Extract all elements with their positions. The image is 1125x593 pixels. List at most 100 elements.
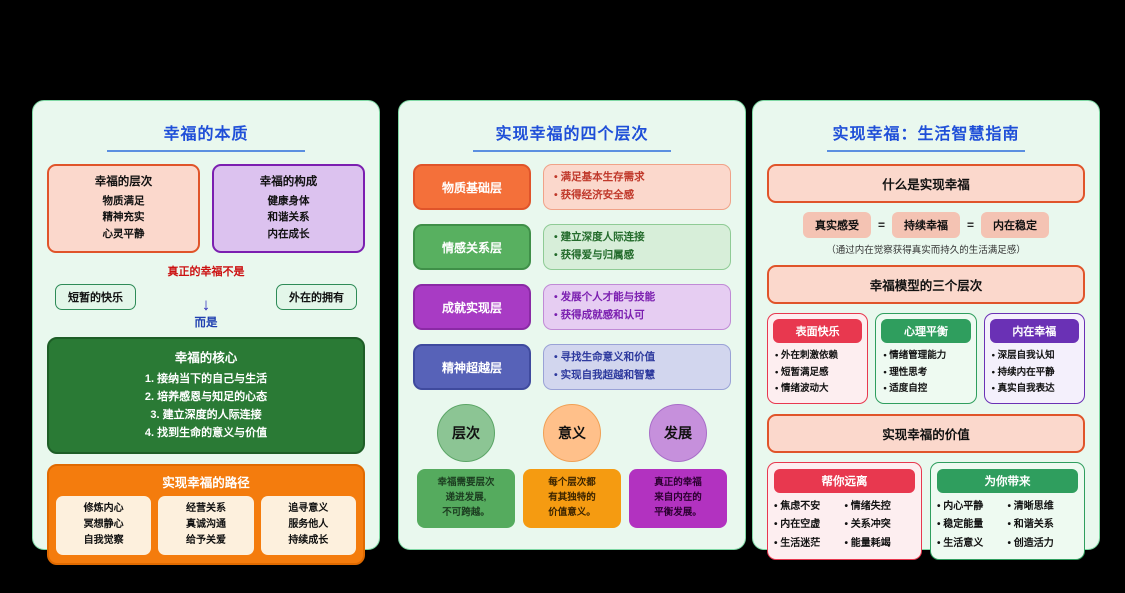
path-box-meaning: 追寻意义 服务他人 持续成长	[260, 496, 356, 556]
card-item: • 理性思考	[883, 366, 928, 378]
card-item: 精神充实	[102, 211, 145, 224]
path-item: 给予关爱	[185, 535, 226, 547]
equation-note: （通过内在觉察获得真实而持久的生活满足感）	[826, 245, 1026, 256]
panel-happiness-essence: 幸福的本质 幸福的层次 物质满足 精神充实 心灵平静 幸福的构成 健康身体 和谐…	[32, 100, 380, 566]
path-item: 经营关系	[185, 503, 226, 515]
pill-fleeting-pleasure: 短暂的快乐	[55, 283, 136, 310]
layer-desc-achievement: • 发展个人才能与技能 • 获得成就感和认可	[543, 284, 731, 330]
note-line: 有其独特的	[548, 492, 596, 504]
card-heading: 帮你远离	[774, 468, 915, 493]
layer-desc-spiritual: • 寻找生命意义和价值 • 实现自我超越和智慧	[543, 344, 731, 390]
card-item: • 内心平静	[937, 500, 984, 512]
note-line: 每个层次都	[548, 477, 596, 488]
card-heading: 表面快乐	[773, 319, 863, 343]
path-box-relationships: 经营关系 真诚沟通 给予关爱	[158, 496, 254, 556]
card-item: • 情绪波动大	[775, 383, 829, 395]
layer-desc-item: • 获得爱与归属感	[554, 249, 635, 261]
equals-sign: =	[967, 218, 975, 232]
card-psychological-balance: 心理平衡 • 情绪管理能力 • 理性思考 • 适度自控	[875, 313, 977, 404]
eq-term-authentic-feeling: 真实感受	[802, 212, 871, 238]
path-item: 修炼内心	[83, 503, 124, 515]
banner-what-is-happiness: 什么是实现幸福	[767, 164, 1085, 203]
card-grid: • 内心平静 • 稳定能量 • 生活意义 • 清晰思维 • 和谐关系 • 创造活…	[937, 498, 1078, 554]
note-line: 不可跨越。	[442, 507, 490, 519]
layer-tag-achievement: 成就实现层	[413, 284, 531, 330]
card-item: • 情绪失控	[844, 500, 891, 512]
down-arrow-block: ↓ 而是	[47, 296, 365, 330]
but-rather-label: 而是	[194, 316, 218, 329]
core-of-happiness-box: 幸福的核心 1. 接纳当下的自己与生活 2. 培养感恩与知足的心态 3. 建立深…	[47, 336, 365, 455]
card-happiness-levels: 幸福的层次 物质满足 精神充实 心灵平静	[47, 164, 200, 253]
not-true-happiness-label: 真正的幸福不是	[167, 265, 245, 278]
path-item: 真诚沟通	[185, 519, 226, 531]
layer-row-spiritual: 精神超越层 • 寻找生命意义和价值 • 实现自我超越和智慧	[413, 344, 731, 390]
card-column-left: • 内心平静 • 稳定能量 • 生活意义	[937, 498, 1008, 554]
card-inner-happiness: 内在幸福 • 深层自我认知 • 持续内在平静 • 真实自我表达	[983, 313, 1085, 404]
card-heading: 幸福的层次	[94, 176, 153, 188]
layer-desc-material: • 满足基本生存需求 • 获得经济安全感	[543, 164, 731, 210]
card-item: • 持续内在平静	[991, 366, 1055, 378]
layer-tag-spiritual: 精神超越层	[413, 344, 531, 390]
three-level-card-row: 表面快乐 • 外在刺激依赖 • 短暂满足感 • 情绪波动大 心理平衡 • 情绪管…	[767, 313, 1085, 404]
eq-term-inner-stability: 内在稳定	[981, 212, 1050, 238]
layer-desc-item: • 获得成就感和认可	[554, 309, 645, 321]
circle-meaning: 意义	[543, 404, 601, 462]
path-item: 自我觉察	[83, 535, 124, 547]
card-column-right: • 情绪失控 • 关系冲突 • 能量耗竭	[845, 498, 916, 554]
card-item: • 外在刺激依赖	[775, 350, 838, 361]
layer-desc-item: • 建立深度人际连接	[554, 231, 645, 244]
card-grid: • 焦虑不安 • 内在空虚 • 生活迷茫 • 情绪失控 • 关系冲突 • 能量耗…	[774, 498, 915, 554]
value-card-row: 帮你远离 • 焦虑不安 • 内在空虚 • 生活迷茫 • 情绪失控 • 关系冲突 …	[767, 461, 1085, 561]
core-item: 1. 接纳当下的自己与生活	[144, 372, 268, 385]
layer-desc-item: • 满足基本生存需求	[554, 171, 645, 184]
note-line: 来自内在的	[654, 492, 702, 504]
title-divider	[107, 150, 305, 152]
title-divider	[473, 150, 671, 152]
card-item: • 和谐关系	[1007, 519, 1054, 531]
note-line: 幸福需要层次	[437, 477, 495, 488]
card-item: 物质满足	[102, 195, 145, 207]
card-item: • 真实自我表达	[991, 383, 1055, 395]
note-development: 真正的幸福 来自内在的 平衡发展。	[629, 469, 727, 528]
card-item: • 关系冲突	[844, 519, 891, 531]
layer-desc-item: • 寻找生命意义和价值	[554, 351, 656, 364]
card-heading: 心理平衡	[881, 319, 971, 343]
path-item: 服务他人	[288, 519, 329, 531]
layer-row-achievement: 成就实现层 • 发展个人才能与技能 • 获得成就感和认可	[413, 284, 731, 330]
banner-three-levels-model: 幸福模型的三个层次	[767, 265, 1085, 304]
card-item: • 焦虑不安	[774, 500, 821, 512]
layer-desc-item: • 发展个人才能与技能	[554, 291, 656, 304]
card-item: 内在成长	[267, 227, 310, 240]
eq-term-lasting-happiness: 持续幸福	[892, 212, 960, 238]
panel-2-title: 实现幸福的四个层次	[495, 126, 649, 143]
note-line: 递进发展,	[445, 492, 487, 504]
card-heading: 内在幸福	[989, 319, 1079, 343]
path-item: 持续成长	[288, 535, 329, 547]
circle-levels: 层次	[437, 404, 495, 462]
path-column-row: 修炼内心 冥想静心 自我觉察 经营关系 真诚沟通 给予关爱 追寻意义 服务他人 …	[56, 496, 356, 556]
note-line: 价值意义。	[548, 507, 596, 519]
layer-desc-emotional: • 建立深度人际连接 • 获得爱与归属感	[543, 224, 731, 270]
pill-external-possession: 外在的拥有	[276, 283, 357, 310]
card-item: • 内在空虚	[774, 519, 821, 531]
card-item: • 创造活力	[1007, 537, 1054, 549]
path-to-happiness-box: 实现幸福的路径 修炼内心 冥想静心 自我觉察 经营关系 真诚沟通 给予关爱 追寻…	[47, 464, 365, 566]
card-column-left: • 焦虑不安 • 内在空虚 • 生活迷茫	[774, 498, 845, 554]
banner-value-of-happiness: 实现幸福的价值	[767, 413, 1085, 453]
card-happiness-composition: 幸福的构成 健康身体 和谐关系 内在成长	[212, 164, 365, 253]
card-heading: 幸福的构成	[259, 176, 318, 188]
card-item: 健康身体	[267, 195, 310, 207]
concept-circle-row: 层次 幸福需要层次 递进发展, 不可跨越。 意义 每个层次都 有其独特的 价值意…	[413, 404, 731, 528]
panel-1-card-row: 幸福的层次 物质满足 精神充实 心灵平静 幸福的构成 健康身体 和谐关系 内在成…	[47, 164, 365, 253]
card-helps-you-avoid: 帮你远离 • 焦虑不安 • 内在空虚 • 生活迷茫 • 情绪失控 • 关系冲突 …	[767, 461, 922, 561]
path-heading: 实现幸福的路径	[162, 476, 250, 491]
panel-four-levels: 实现幸福的四个层次 物质基础层 • 满足基本生存需求 • 获得经济安全感 情感关…	[398, 100, 746, 550]
card-item: • 短暂满足感	[775, 366, 829, 378]
card-heading: 为你带来	[937, 468, 1078, 493]
title-divider	[827, 150, 1025, 152]
card-item: 心灵平静	[102, 227, 145, 240]
core-item: 3. 建立深度的人际连接	[150, 409, 262, 422]
path-item: 追寻意义	[288, 503, 329, 515]
card-item: • 稳定能量	[937, 519, 984, 531]
